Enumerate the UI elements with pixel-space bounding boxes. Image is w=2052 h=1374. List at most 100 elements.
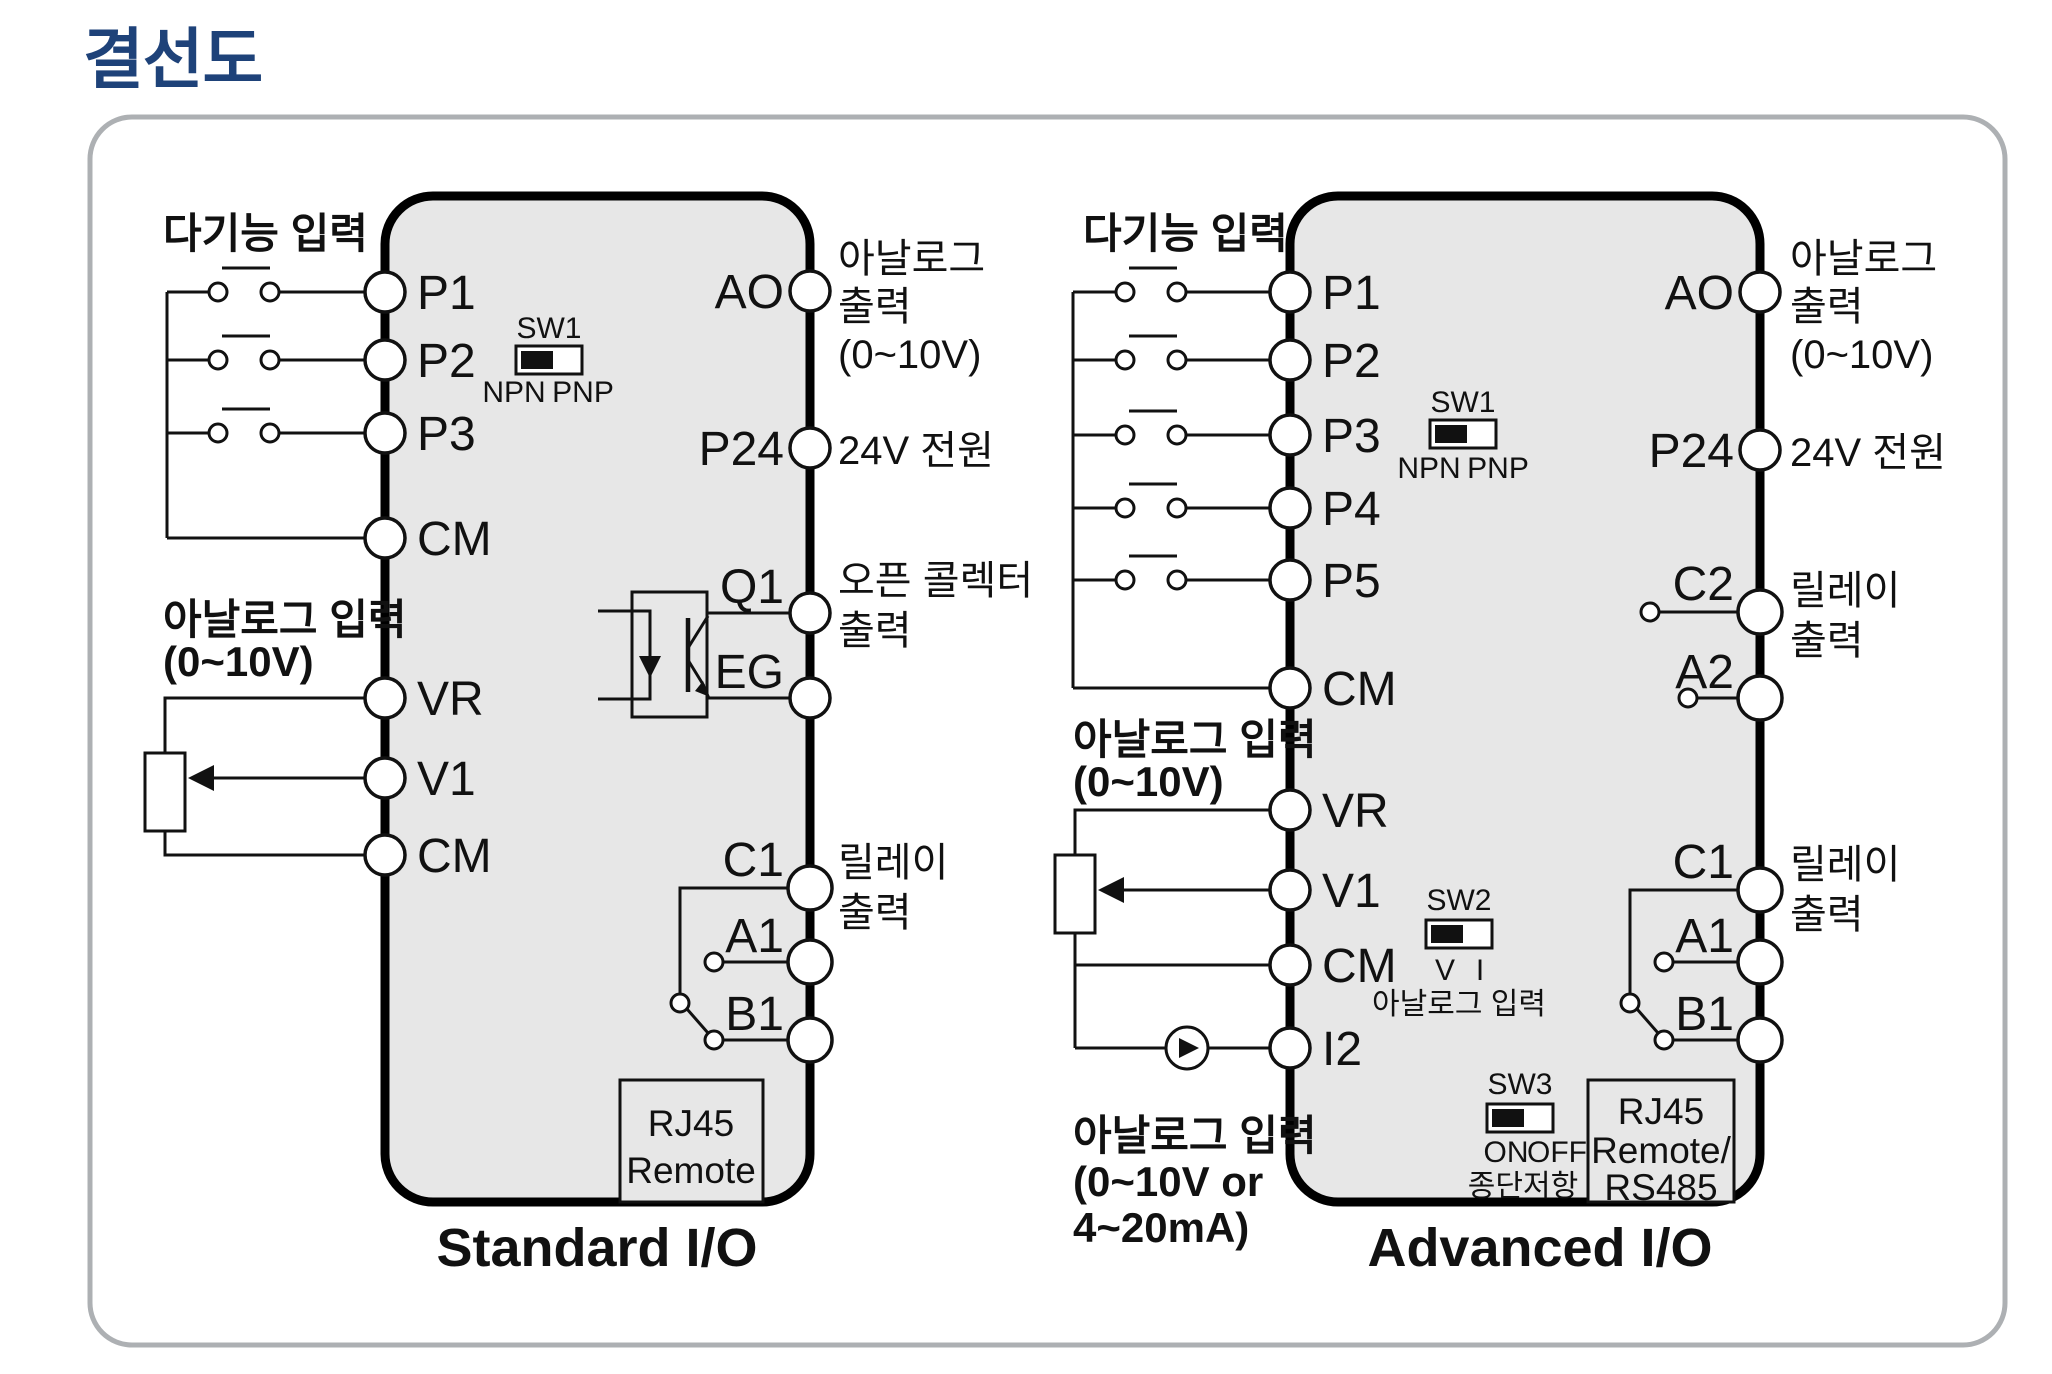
power-24v-label: 24V 전원 bbox=[1790, 431, 1946, 475]
terminal-p5: P5 bbox=[1322, 555, 1381, 608]
sw2-label: SW2 bbox=[1426, 884, 1491, 917]
standard-left-terminals: P1 P2 P3 CM VR V1 CM bbox=[363, 267, 492, 883]
advanced-current-source-symbol bbox=[1075, 1025, 1270, 1071]
terminal-p1: P1 bbox=[417, 267, 476, 320]
sw2-v-label: V bbox=[1435, 954, 1455, 987]
sw3-caption: 종단저항 bbox=[1468, 1170, 1578, 1203]
advanced-sw2-switch: SW2 V I 아날로그 입력 bbox=[1372, 884, 1546, 1021]
relay-output-label-1: 릴레이 bbox=[838, 841, 948, 885]
sw1-pnp-label: PNP bbox=[1467, 452, 1529, 485]
terminal-b1: B1 bbox=[1675, 988, 1734, 1041]
terminal-p3: P3 bbox=[1322, 410, 1381, 463]
advanced-analog-input-label-2: (0~10V) bbox=[1073, 758, 1224, 805]
terminal-p1: P1 bbox=[1322, 267, 1381, 320]
terminal-ao: AO bbox=[1665, 267, 1734, 320]
advanced-relay1-symbol bbox=[1619, 888, 1740, 1051]
terminal-v1: V1 bbox=[417, 753, 476, 806]
sw1-npn-label: NPN bbox=[482, 376, 545, 409]
relay2-output-label-1: 릴레이 bbox=[1790, 569, 1900, 613]
open-collector-label-1: 오픈 콜렉터 bbox=[838, 559, 1033, 603]
analog-output-label-2: 출력 bbox=[1790, 285, 1864, 329]
analog-output-label-1: 아날로그 bbox=[1790, 237, 1937, 281]
rj45-label-1: RJ45 bbox=[1618, 1091, 1704, 1132]
terminal-cm2: CM bbox=[1322, 940, 1397, 993]
terminal-cm2: CM bbox=[417, 830, 492, 883]
rj45-label-3: RS485 bbox=[1604, 1167, 1717, 1208]
terminal-p3: P3 bbox=[417, 408, 476, 461]
sw3-off-label: OFF bbox=[1527, 1136, 1587, 1169]
sw3-label: SW3 bbox=[1487, 1068, 1552, 1101]
terminal-vr: VR bbox=[417, 673, 484, 726]
standard-io-caption: Standard I/O bbox=[436, 1218, 757, 1278]
analog-output-label-3: (0~10V) bbox=[838, 333, 981, 377]
terminal-v1: V1 bbox=[1322, 865, 1381, 918]
sw3-on-label: ON bbox=[1484, 1136, 1529, 1169]
sw1-label: SW1 bbox=[516, 312, 581, 345]
relay1-output-label-1: 릴레이 bbox=[1790, 843, 1900, 887]
terminal-ao: AO bbox=[715, 266, 784, 319]
relay2-output-label-2: 출력 bbox=[1790, 619, 1864, 663]
standard-optocoupler-symbol bbox=[598, 590, 790, 719]
analog-output-label-2: 출력 bbox=[838, 285, 912, 329]
standard-right-labels: 아날로그 출력 (0~10V) 24V 전원 오픈 콜렉터 출력 릴레이 출력 bbox=[838, 237, 1033, 935]
terminal-c1: C1 bbox=[723, 834, 784, 887]
terminal-eg: EG bbox=[715, 646, 784, 699]
terminal-a1: A1 bbox=[1675, 910, 1734, 963]
standard-analog-input-label-1: 아날로그 입력 bbox=[163, 596, 407, 643]
sw2-i-label: I bbox=[1476, 954, 1484, 987]
terminal-cm: CM bbox=[417, 513, 492, 566]
terminal-b1: B1 bbox=[725, 988, 784, 1041]
advanced-left-terminals: P1 P2 P3 P4 P5 CM VR V1 CM I2 bbox=[1268, 267, 1397, 1076]
advanced-multi-input-label: 다기능 입력 bbox=[1083, 210, 1288, 257]
advanced-analog-input2-label-2: (0~10V or bbox=[1073, 1158, 1263, 1205]
rj45-label-2: Remote/ bbox=[1591, 1130, 1732, 1171]
standard-right-terminals: AO P24 Q1 EG C1 A1 B1 bbox=[699, 266, 834, 1064]
relay-output-label-2: 출력 bbox=[838, 891, 912, 935]
terminal-a1: A1 bbox=[725, 910, 784, 963]
advanced-io-diagram: 다기능 입력 아날로그 입 bbox=[1053, 191, 1946, 1278]
analog-output-label-1: 아날로그 bbox=[838, 237, 985, 281]
advanced-right-labels: 아날로그 출력 (0~10V) 24V 전원 릴레이 출력 릴레이 출력 bbox=[1790, 237, 1946, 937]
terminal-q1: Q1 bbox=[720, 561, 784, 614]
terminal-p2: P2 bbox=[417, 335, 476, 388]
terminal-cm: CM bbox=[1322, 663, 1397, 716]
standard-sw1-switch: SW1 NPN PNP bbox=[482, 312, 614, 409]
standard-input-contacts bbox=[165, 266, 365, 540]
terminal-p4: P4 bbox=[1322, 483, 1381, 536]
terminal-p24: P24 bbox=[699, 423, 784, 476]
terminal-p24: P24 bbox=[1649, 425, 1734, 478]
standard-io-diagram: 다기능 입력 아날로그 입력 (0~10V) bbox=[143, 191, 1033, 1278]
advanced-right-terminals: AO P24 C2 A2 C1 A1 B1 bbox=[1649, 267, 1784, 1064]
terminal-i2: I2 bbox=[1322, 1023, 1362, 1076]
advanced-rj45-port: RJ45 Remote/ RS485 bbox=[1586, 1078, 1736, 1208]
standard-relay-symbol bbox=[669, 886, 790, 1051]
analog-output-label-3: (0~10V) bbox=[1790, 333, 1933, 377]
advanced-io-caption: Advanced I/O bbox=[1367, 1218, 1712, 1278]
sw2-caption: 아날로그 입력 bbox=[1372, 988, 1546, 1021]
page-title: 결선도 bbox=[83, 22, 262, 96]
rj45-label-1: RJ45 bbox=[648, 1103, 734, 1144]
advanced-sw1-switch: SW1 NPN PNP bbox=[1397, 386, 1529, 485]
advanced-analog-input2-label-3: 4~20mA) bbox=[1073, 1204, 1249, 1251]
advanced-analog-input2-label-1: 아날로그 입력 bbox=[1073, 1112, 1317, 1159]
standard-rj45-port: RJ45 Remote bbox=[618, 1078, 765, 1204]
sw1-npn-label: NPN bbox=[1397, 452, 1460, 485]
advanced-analog-input-label-1: 아날로그 입력 bbox=[1073, 716, 1317, 763]
sw1-label: SW1 bbox=[1430, 386, 1495, 419]
standard-potentiometer bbox=[143, 696, 365, 857]
sw1-pnp-label: PNP bbox=[552, 376, 614, 409]
power-24v-label: 24V 전원 bbox=[838, 429, 994, 473]
terminal-vr: VR bbox=[1322, 785, 1389, 838]
standard-multi-input-label: 다기능 입력 bbox=[163, 210, 368, 257]
advanced-relay2-symbol bbox=[1639, 601, 1740, 709]
standard-analog-input-label-2: (0~10V) bbox=[163, 638, 314, 685]
advanced-potentiometer bbox=[1053, 808, 1270, 1048]
terminal-p2: P2 bbox=[1322, 335, 1381, 388]
advanced-input-contacts bbox=[1071, 266, 1270, 690]
rj45-label-2: Remote bbox=[626, 1150, 756, 1191]
terminal-c1: C1 bbox=[1673, 836, 1734, 889]
advanced-sw3-switch: SW3 ON OFF 종단저항 bbox=[1468, 1068, 1587, 1203]
terminal-a2: A2 bbox=[1675, 646, 1734, 699]
terminal-c2: C2 bbox=[1673, 558, 1734, 611]
